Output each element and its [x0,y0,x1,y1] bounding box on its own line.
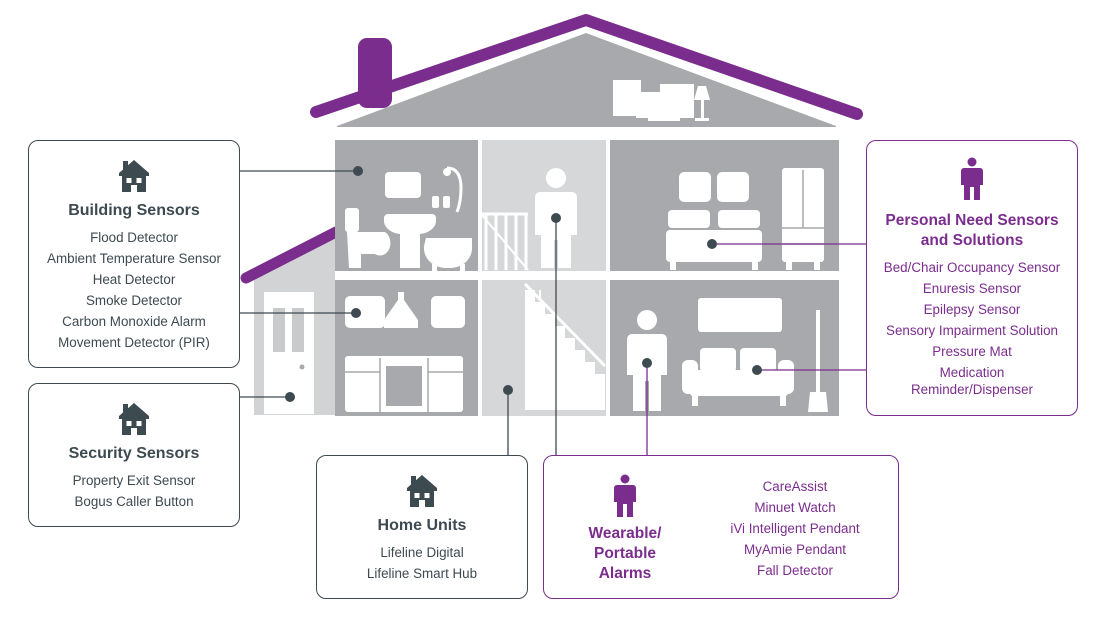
list-item: Fall Detector [757,563,833,578]
security-sensors-box: Security Sensors Property Exit Sensor Bo… [28,383,240,527]
attic-boxes-icon [613,80,710,121]
roof [337,33,836,135]
list-item: iVi Intelligent Pendant [730,521,860,536]
list-item: Pressure Mat [932,344,1012,359]
list-item: Epilepsy Sensor [923,302,1021,317]
list-item: Lifeline Smart Hub [366,566,478,581]
list-item: Carbon Monoxide Alarm [62,314,206,329]
list-item: CareAssist [762,479,828,494]
list-item: Property Exit Sensor [72,473,196,488]
personal-need-title-line: and Solutions [920,232,1024,249]
building-sensors-title: Building Sensors [68,202,200,219]
connector-lines [240,170,557,455]
home-units-box: Home Units Lifeline Digital Lifeline Sma… [316,455,528,599]
security-sensors-title: Security Sensors [68,445,200,462]
wearable-alarms-title-line: Portable [593,545,656,562]
sensor-dots [285,166,762,402]
list-item: Movement Detector (PIR) [58,335,210,350]
list-item: Ambient Temperature Sensor [47,251,221,266]
house-icon [407,475,437,507]
house-icon [119,160,149,192]
bedroom-icon [666,168,824,270]
list-item: Flood Detector [90,230,178,245]
list-item: Enuresis Sensor [922,281,1022,296]
person-icon [961,157,983,200]
list-item: Smoke Detector [85,293,182,308]
bathroom-icon [345,172,473,271]
staircase-icon [523,282,607,410]
list-item: Medication Reminder/Dispenser [910,365,1034,397]
list-item: Sensory Impairment Solution [886,323,1058,338]
wearable-alarms-title-line: Alarms [598,565,652,582]
side-extension [240,226,342,415]
floor-divider [335,271,839,280]
list-item: Heat Detector [92,272,176,287]
list-item: Minuet Watch [754,500,836,515]
list-item: MyAmie Pendant [744,542,846,557]
person-icon [614,474,636,517]
wearable-alarms-box: Wearable/ Portable Alarms CareAssist Min… [543,455,899,599]
upper-banister [480,212,529,271]
list-item: Bed/Chair Occupancy Sensor [883,260,1061,275]
building-sensors-box: Building Sensors Flood Detector Ambient … [28,140,240,368]
wearable-alarms-title-line: Wearable/ [588,525,662,542]
house-icon [119,403,149,435]
list-item: Lifeline Digital [380,545,464,560]
personal-need-title-line: Personal Need Sensors [885,212,1059,229]
personal-need-box: Personal Need Sensors and Solutions Bed/… [866,140,1078,416]
home-units-title: Home Units [377,517,467,534]
connector-lines-purple [646,243,866,455]
list-item: Bogus Caller Button [74,494,194,509]
